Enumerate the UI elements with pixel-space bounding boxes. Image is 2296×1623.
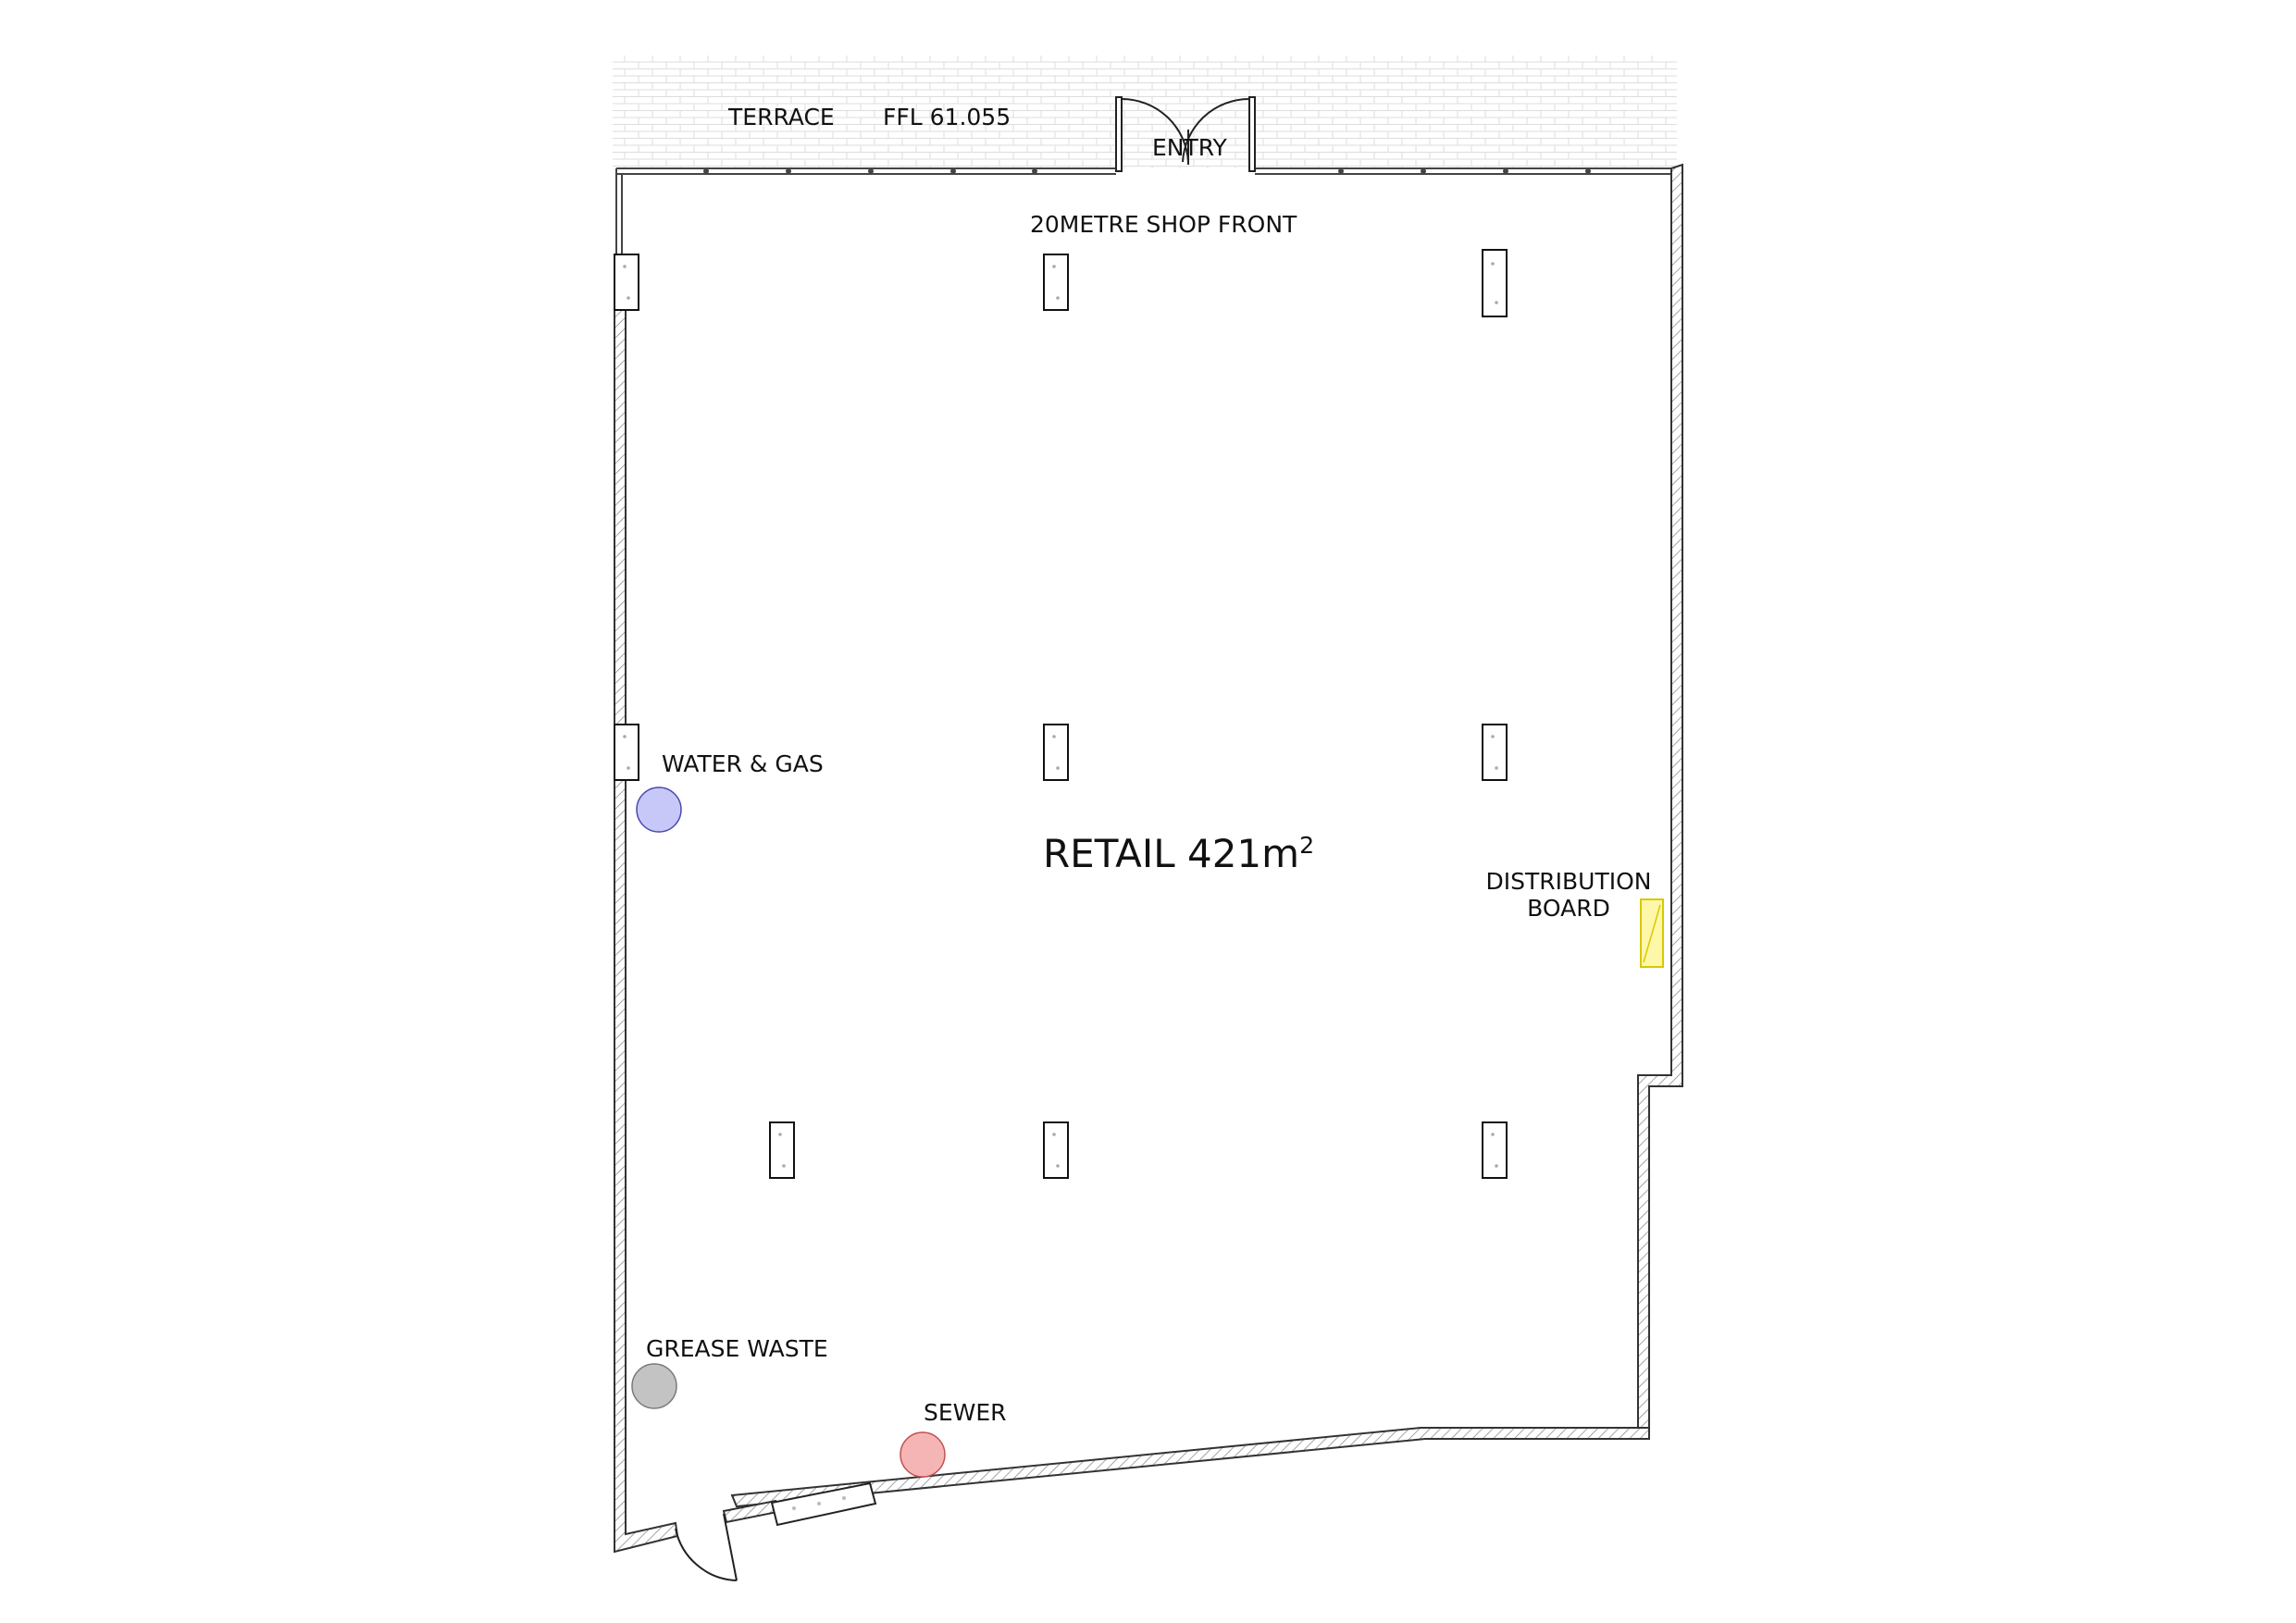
distribution-label-line2: BOARD (1527, 895, 1610, 922)
hatched-walls (614, 163, 1683, 1554)
ffl-label: FFL 61.055 (883, 104, 1011, 130)
entry-door-icon (1115, 96, 1256, 172)
retail-floor (626, 172, 1671, 1536)
column-markers (623, 262, 1498, 1168)
terrace-label: TERRACE (728, 104, 835, 130)
retail-area-label: RETAIL 421m2 (1043, 831, 1314, 876)
shop-front-label: 20METRE SHOP FRONT (1030, 211, 1297, 238)
rear-door-icon (675, 1513, 738, 1581)
structural-column-icon (614, 249, 1508, 1179)
grease-waste-label: GREASE WASTE (646, 1335, 828, 1362)
retail-area-unit-superscript: 2 (1299, 832, 1315, 859)
sewer-label: SEWER (924, 1399, 1007, 1426)
water-gas-label: WATER & GAS (662, 750, 824, 777)
shop-front-glazing (615, 167, 1671, 254)
retail-area-text: RETAIL 421m (1043, 831, 1300, 876)
entry-label: ENTRY (1152, 134, 1227, 161)
distribution-board-icon (1640, 898, 1664, 968)
terrace-paving (613, 56, 1677, 168)
distribution-board-label: DISTRIBUTION BOARD (1481, 868, 1657, 922)
water-gas-icon (636, 787, 682, 833)
distribution-label-line1: DISTRIBUTION (1485, 868, 1652, 895)
rear-window (770, 1481, 877, 1527)
sewer-icon (900, 1431, 946, 1478)
grease-waste-icon (631, 1363, 677, 1409)
